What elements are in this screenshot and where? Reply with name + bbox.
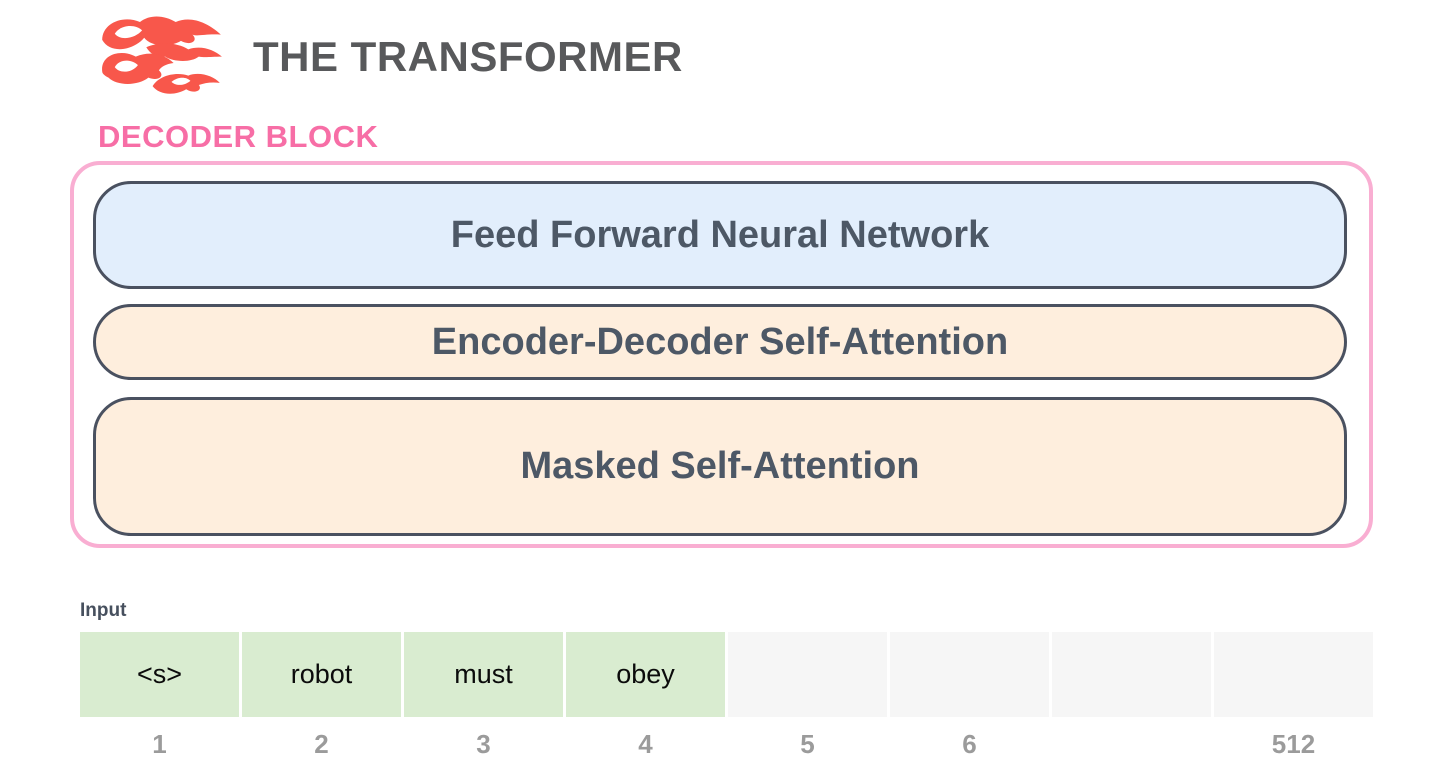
token-cell: must xyxy=(404,632,563,717)
token-cell-empty xyxy=(1214,632,1373,717)
decoder-block-label: DECODER BLOCK xyxy=(98,119,379,154)
decoder-block-container: Feed Forward Neural Network Encoder-Deco… xyxy=(70,161,1373,548)
token-cell-empty xyxy=(1052,632,1211,717)
position-row: 1 2 3 4 5 6 512 xyxy=(80,729,1373,760)
input-token-row: <s> robot must obey xyxy=(80,632,1373,717)
masked-self-attention-box: Masked Self-Attention xyxy=(93,397,1347,536)
position-label: 1 xyxy=(152,729,167,759)
position-label: 3 xyxy=(476,729,491,759)
token-cell-empty xyxy=(728,632,887,717)
feed-forward-box: Feed Forward Neural Network xyxy=(93,181,1347,289)
token-cell-empty xyxy=(890,632,1049,717)
encoder-decoder-attention-label: Encoder-Decoder Self-Attention xyxy=(431,320,1009,363)
flame-icon xyxy=(98,8,224,98)
position-label xyxy=(1052,729,1211,760)
token-cell: obey xyxy=(566,632,725,717)
position-label: 5 xyxy=(800,729,815,759)
page-title: THE TRANSFORMER xyxy=(253,33,683,80)
masked-self-attention-label: Masked Self-Attention xyxy=(520,445,920,487)
position-label: 4 xyxy=(638,729,653,759)
encoder-decoder-attention-box: Encoder-Decoder Self-Attention xyxy=(93,304,1347,380)
input-label: Input xyxy=(80,600,127,621)
token-cell: <s> xyxy=(80,632,239,717)
feed-forward-label: Feed Forward Neural Network xyxy=(450,213,990,256)
position-label: 6 xyxy=(962,729,977,759)
token-cell: robot xyxy=(242,632,401,717)
position-label: 2 xyxy=(314,729,329,759)
position-label: 512 xyxy=(1271,729,1316,759)
